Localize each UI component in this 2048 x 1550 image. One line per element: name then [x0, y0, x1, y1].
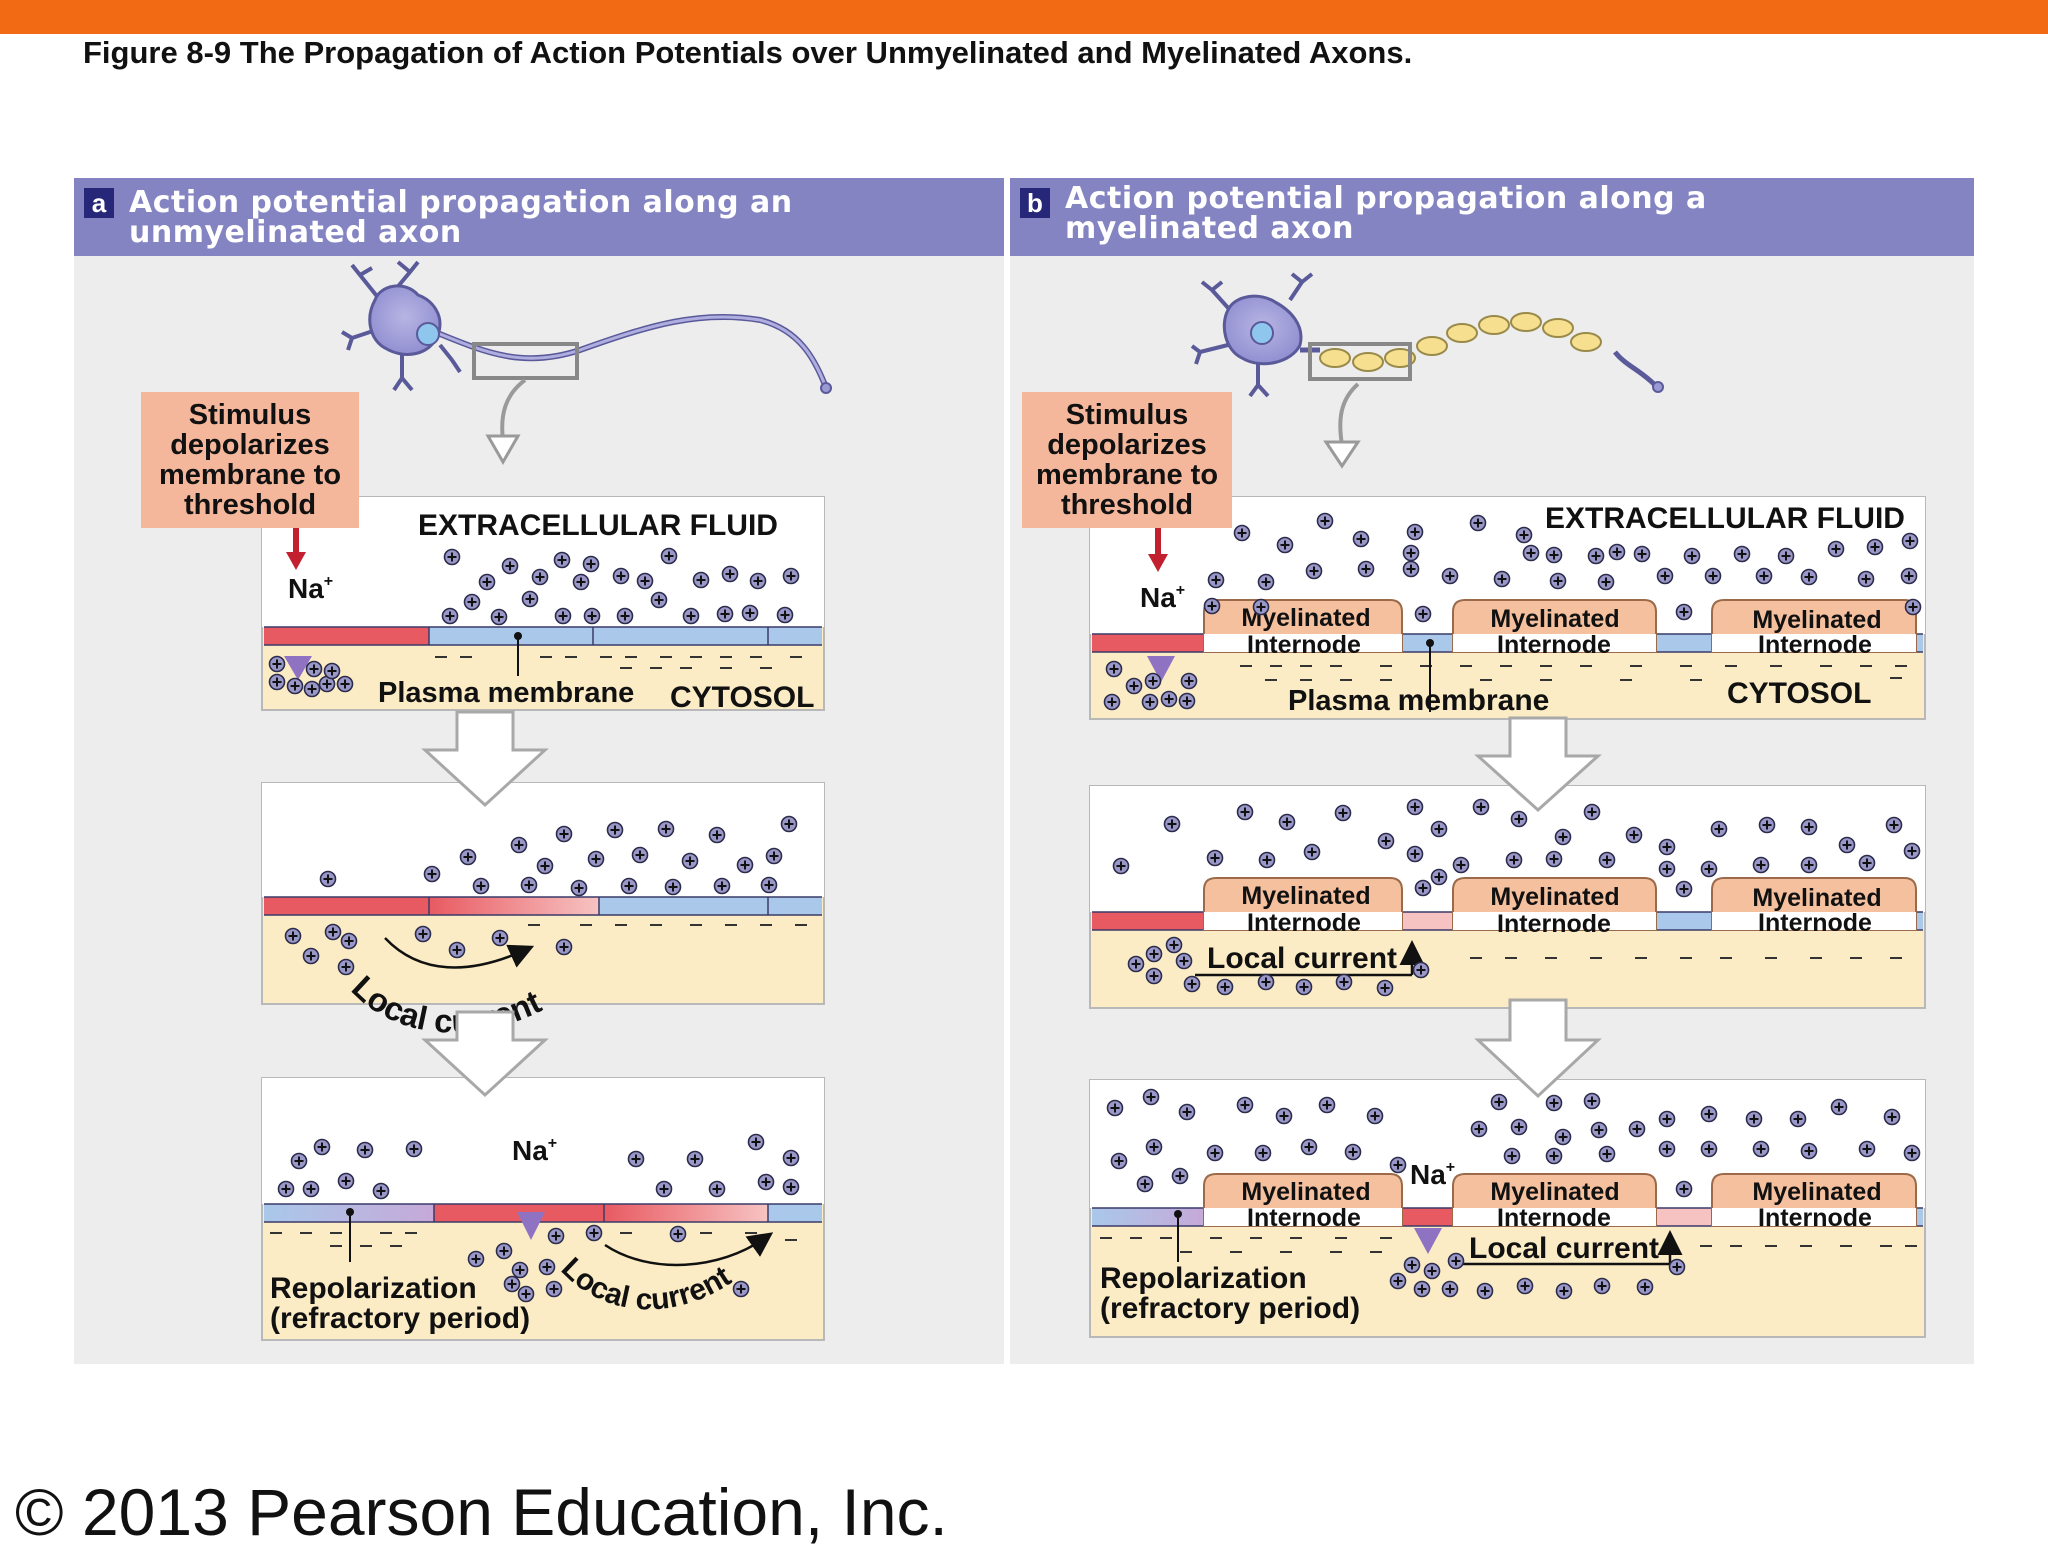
myelin-internodes-b3 — [1203, 1173, 1917, 1227]
local-current-label-b2: Local current — [1207, 942, 1397, 975]
na-label-a3: Na+ — [512, 1135, 557, 1166]
myelinated-label: Myelinated — [1490, 605, 1619, 633]
local-current-label-b3: Local current — [1469, 1232, 1659, 1265]
internode-label: Internode — [1497, 910, 1611, 938]
internode-label: Internode — [1497, 631, 1611, 659]
myelinated-label: Myelinated — [1490, 1178, 1619, 1206]
internode-label: Internode — [1247, 631, 1361, 659]
neuron-a-icon — [340, 260, 832, 466]
myelin-internodes-b1 — [1203, 599, 1917, 653]
panel-a-letter: a — [84, 188, 114, 218]
panel-b-header: b Action potential propagation along a m… — [1010, 178, 1974, 256]
neuron-b-icon — [1190, 272, 1664, 469]
panel-b-title: Action potential propagation along a mye… — [1065, 181, 1707, 246]
na-label-b3: Na+ — [1410, 1159, 1455, 1190]
panel-a-stage-2: Local current — [261, 782, 825, 1040]
myelinated-label: Myelinated — [1752, 1178, 1881, 1206]
internode-label: Internode — [1247, 909, 1361, 937]
extracellular-label-b: EXTRACELLULAR FLUID — [1545, 502, 1905, 535]
internode-label: Internode — [1758, 1204, 1872, 1232]
plasma-membrane-label-a: Plasma membrane — [378, 677, 634, 709]
top-accent-bar — [0, 0, 2048, 34]
panel-b-stage-3: Myelinated Internode Myelinated Internod… — [1089, 1079, 1926, 1338]
na-label-b1: Na+ — [1140, 582, 1185, 613]
repolarization-label-b: Repolarization (refractory period) — [1100, 1262, 1360, 1325]
diagram-layer: EXTRACELLULAR FLUID Plasma membrane CYTO… — [261, 260, 1926, 1341]
myelinated-label: Myelinated — [1752, 884, 1881, 912]
internode-label: Internode — [1497, 1204, 1611, 1232]
na-label-a1: Na+ — [288, 573, 333, 604]
myelin-internodes-b2 — [1203, 877, 1917, 931]
myelinated-label: Myelinated — [1490, 883, 1619, 911]
panel-b-stage-2: Myelinated Internode Myelinated Internod… — [1089, 785, 1926, 1009]
stimulus-box-a: Stimulus depolarizes membrane to thresho… — [141, 392, 359, 528]
internode-label: Internode — [1758, 631, 1872, 659]
panel-a-title: Action potential propagation along an un… — [129, 185, 793, 250]
myelinated-label: Myelinated — [1241, 882, 1370, 910]
panel-b-stage-1: Myelinated Internode Myelinated Internod… — [1089, 496, 1926, 720]
plasma-membrane-label-b: Plasma membrane — [1288, 684, 1549, 717]
internode-label: Internode — [1758, 909, 1872, 937]
panel-b-step-arrows — [1474, 716, 1602, 1099]
extracellular-label-a: EXTRACELLULAR FLUID — [418, 509, 778, 542]
copyright-notice: © 2013 Pearson Education, Inc. — [15, 1475, 948, 1549]
panel-a-header: a Action potential propagation along an … — [74, 178, 1004, 256]
cytosol-label-b: CYTOSOL — [1727, 677, 1871, 710]
repolarization-label-a: Repolarization (refractory period) — [270, 1272, 530, 1335]
panel-b-letter: b — [1020, 188, 1050, 218]
myelinated-label: Myelinated — [1752, 606, 1881, 634]
panel-a-stage-3: Na+ Local current Repolarization (refrac… — [261, 1077, 825, 1341]
stimulus-box-b: Stimulus depolarizes membrane to thresho… — [1022, 392, 1232, 528]
myelinated-label: Myelinated — [1241, 1178, 1370, 1206]
figure-title: Figure 8-9 The Propagation of Action Pot… — [83, 35, 1413, 70]
panel-a-step-arrows — [421, 710, 549, 1098]
cytosol-label-a: CYTOSOL — [670, 681, 814, 714]
internode-label: Internode — [1247, 1204, 1361, 1232]
